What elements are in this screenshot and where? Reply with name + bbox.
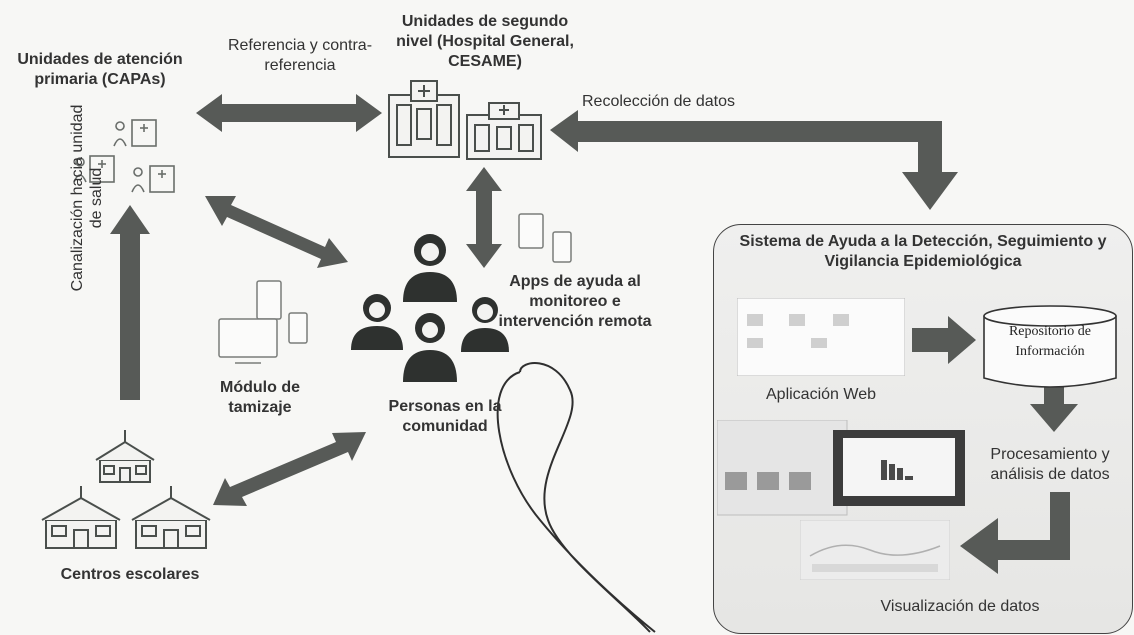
primary-units-title: Unidades de atención primaria (CAPAs): [17, 51, 183, 88]
primary-care-clinics-icon: [73, 119, 175, 193]
schools-community-double-arrow: [213, 432, 366, 506]
community-people-icon: [351, 234, 509, 382]
second-level-title: Unidades de segundo nivel (Hospital Gene…: [396, 13, 574, 70]
community-title: Personas en la comunidad: [388, 398, 502, 435]
scribble-line: [496, 362, 656, 633]
mobile-devices-icon: [518, 213, 572, 263]
channeling-up-arrow: [110, 205, 150, 400]
processing-thumbnail: [717, 420, 965, 516]
repository-label: Repositorio de Información: [1008, 324, 1092, 359]
referral-double-arrow: [196, 94, 382, 132]
referral-label: Referencia y contra-referencia: [227, 37, 373, 74]
schools-title: Centros escolares: [60, 566, 200, 583]
data-collection-arrow: [550, 110, 958, 210]
web-app-thumbnail: [737, 298, 905, 376]
screening-module-title: Módulo de tamizaje: [220, 379, 300, 416]
schools-icon: [41, 430, 211, 549]
data-collection-label: Recolección de datos: [582, 93, 735, 110]
visualization-label: Visualización de datos: [880, 598, 1040, 615]
repository-cylinder: [983, 305, 1117, 388]
screening-devices-icon: [218, 280, 308, 364]
web-app-label: Aplicación Web: [766, 386, 876, 403]
visualization-thumbnail: [800, 520, 950, 580]
capas-community-double-arrow: [205, 196, 348, 268]
hospitals-icon: [388, 80, 542, 160]
processing-label: Procesamiento y análisis de datos: [990, 446, 1110, 483]
hospital-community-double-arrow: [466, 167, 502, 268]
apps-title: Apps de ayuda al monitoreo e intervenció…: [498, 273, 652, 330]
system-title: Sistema de Ayuda a la Detección, Seguimi…: [739, 233, 1107, 270]
